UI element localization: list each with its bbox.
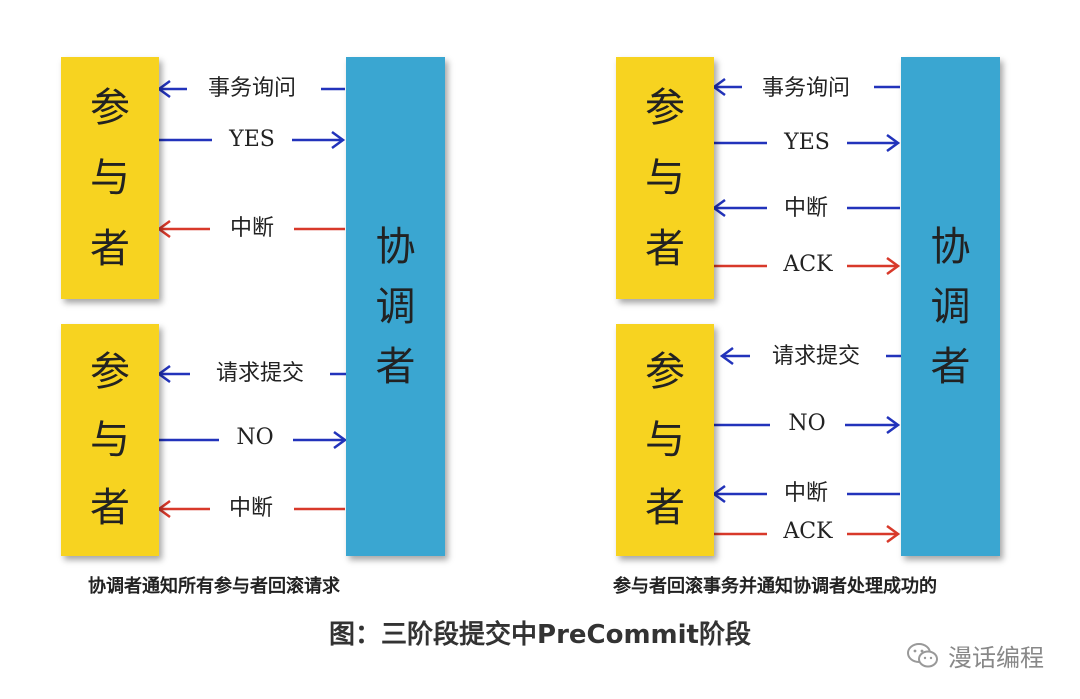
msg-ack: ACK xyxy=(783,519,833,544)
participant-char: 者 xyxy=(90,485,130,531)
msg-ack: ACK xyxy=(783,252,833,277)
participant-char: 参 xyxy=(645,349,685,395)
participant-char: 与 xyxy=(90,155,130,201)
arrowhead xyxy=(886,256,901,276)
msg-abort: 中断 xyxy=(783,196,829,221)
participant-box-bottom-right: 参 与 者 xyxy=(616,324,714,556)
watermark-text: 漫话编程 xyxy=(948,644,1044,672)
arrowhead xyxy=(886,415,901,435)
msg-abort: 中断 xyxy=(228,496,274,521)
participant-char: 参 xyxy=(90,349,130,395)
participant-char: 与 xyxy=(90,417,130,463)
msg-inquiry: 事务询问 xyxy=(207,76,297,101)
participant-box-top-right: 参 与 者 xyxy=(616,57,714,299)
participant-char: 与 xyxy=(645,417,685,463)
right-arrows xyxy=(711,77,914,544)
msg-request-commit: 请求提交 xyxy=(215,361,305,386)
participant-char: 参 xyxy=(645,84,685,131)
coordinator-char: 调 xyxy=(375,283,416,330)
coordinator-char: 协 xyxy=(375,223,416,270)
left-arrows xyxy=(156,79,357,519)
arrowhead xyxy=(886,133,901,153)
participant-char: 与 xyxy=(645,155,685,201)
arrowhead xyxy=(156,364,171,384)
arrowhead xyxy=(719,346,734,366)
arrowhead xyxy=(711,77,726,97)
coordinator-char: 者 xyxy=(930,343,971,390)
participant-box-top-left: 参 与 者 xyxy=(61,57,159,299)
figure-title: 图：三阶段提交中PreCommit阶段 xyxy=(329,620,751,650)
coordinator-box-right: 协 调 者 xyxy=(901,57,1000,556)
arrowhead xyxy=(886,524,901,544)
wechat-icon xyxy=(907,642,938,667)
coordinator-char: 者 xyxy=(375,343,416,390)
coordinator-char: 协 xyxy=(930,223,971,270)
arrowhead xyxy=(333,430,348,450)
msg-inquiry: 事务询问 xyxy=(761,76,851,101)
arrowhead xyxy=(156,499,171,519)
msg-abort: 中断 xyxy=(783,481,829,506)
participant-char: 者 xyxy=(645,485,685,531)
msg-no: NO xyxy=(788,411,826,436)
msg-no: NO xyxy=(236,425,274,450)
msg-request-commit: 请求提交 xyxy=(771,344,861,369)
participant-box-bottom-left: 参 与 者 xyxy=(61,324,159,556)
coordinator-box-left: 协 调 者 xyxy=(346,57,445,556)
right-caption: 参与者回滚事务并通知协调者处理成功的 xyxy=(613,576,937,597)
arrowhead xyxy=(711,198,726,218)
arrowhead xyxy=(331,130,346,150)
arrowhead xyxy=(156,79,171,99)
watermark: 漫话编程 xyxy=(906,638,1044,673)
coordinator-char: 调 xyxy=(930,283,971,330)
msg-abort: 中断 xyxy=(229,216,275,241)
participant-char: 参 xyxy=(90,84,130,131)
msg-yes: YES xyxy=(229,127,275,152)
arrowhead xyxy=(711,484,726,504)
participant-char: 者 xyxy=(90,225,130,272)
msg-yes: YES xyxy=(784,130,830,155)
participant-char: 者 xyxy=(645,225,685,272)
arrowhead xyxy=(156,219,171,239)
left-caption: 协调者通知所有参与者回滚请求 xyxy=(88,576,340,597)
